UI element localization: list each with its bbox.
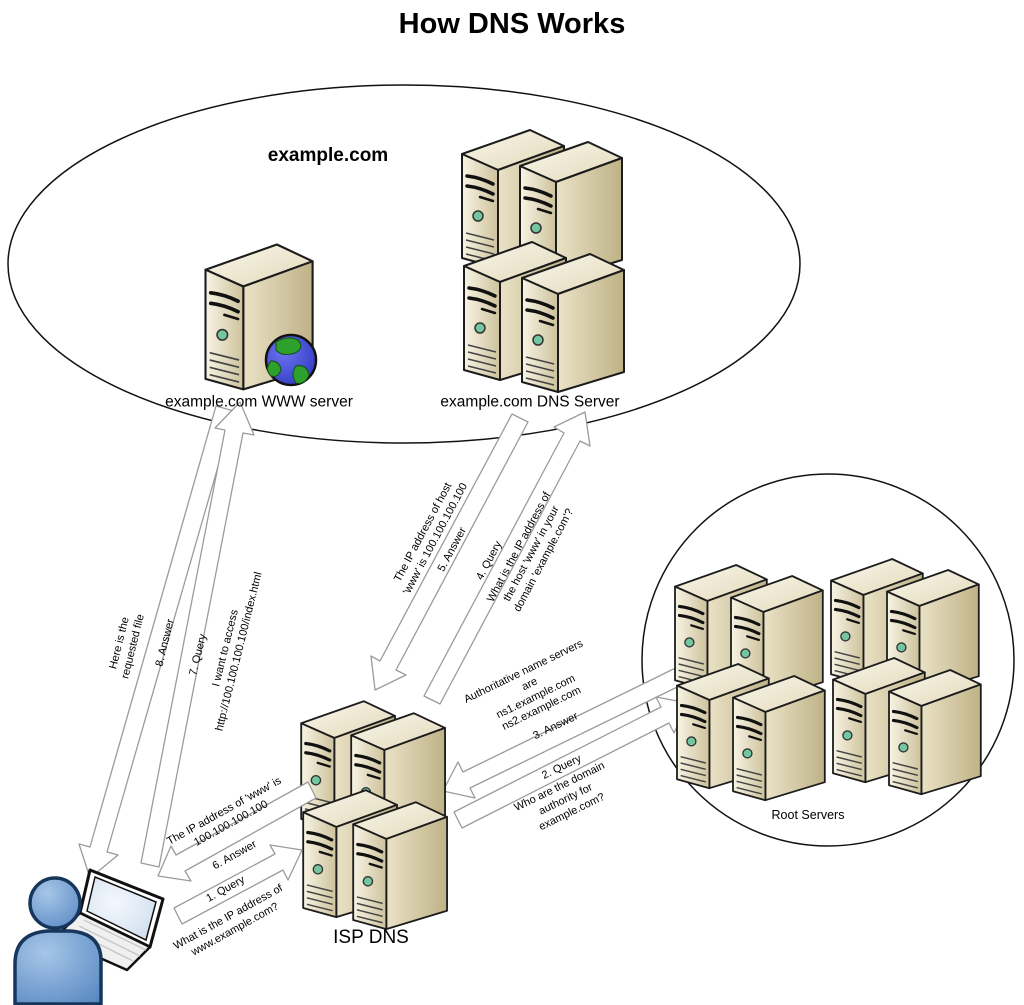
isp-dns-caption: ISP DNS	[333, 927, 409, 949]
example-zone-ellipse	[7, 84, 801, 444]
root-servers-cluster-icon	[673, 557, 983, 802]
laptop-icon	[53, 868, 165, 972]
arrow-step4-query-icon	[423, 411, 591, 705]
arrow-step1-query-icon	[173, 844, 303, 925]
dns-server-caption: example.com DNS Server	[440, 393, 620, 411]
arrow-step6-answer-icon	[157, 781, 317, 882]
arrow-step3-answer-icon	[442, 657, 705, 799]
page-title: How DNS Works	[398, 8, 626, 40]
root-servers-circle	[641, 473, 1015, 847]
example-zone-label: example.com	[267, 145, 389, 167]
root-servers-caption: Root Servers	[771, 808, 845, 823]
globe-icon	[264, 333, 318, 387]
arrow-step5-answer-icon	[370, 413, 529, 691]
isp-dns-cluster-icon	[299, 699, 449, 931]
example-dns-server-cluster-icon	[460, 128, 626, 394]
www-server-caption: example.com WWW server	[165, 393, 353, 411]
www-server-icon	[203, 242, 318, 392]
arrow-step7-query-icon	[140, 401, 255, 868]
user-icon	[13, 876, 103, 1005]
arrow-step2-query-icon	[453, 696, 689, 829]
arrow-step8-answer-icon	[78, 405, 235, 879]
